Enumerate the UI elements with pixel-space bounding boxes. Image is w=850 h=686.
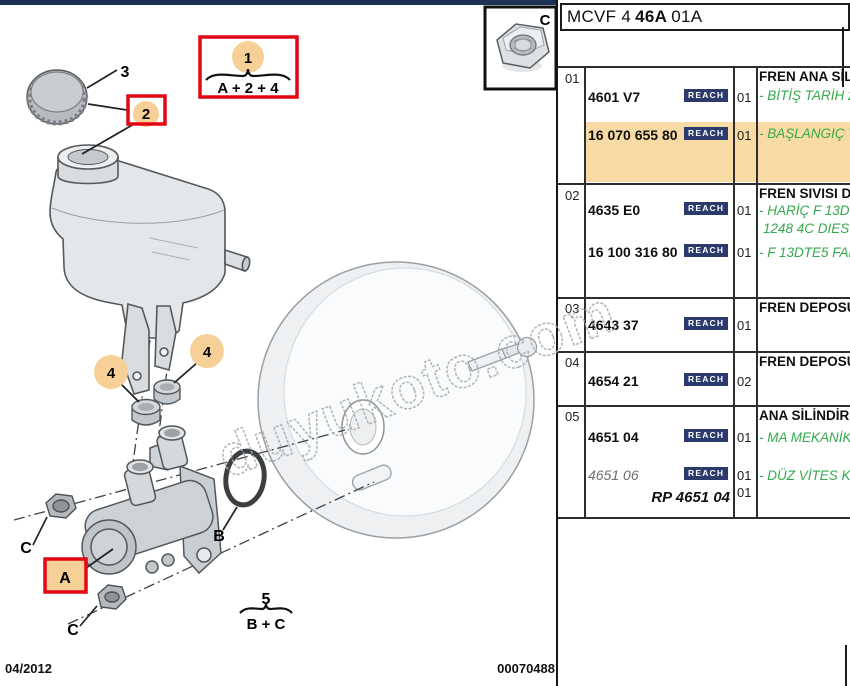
quantity: 02 <box>737 374 752 389</box>
grommet-right-drawing <box>153 379 181 405</box>
quantity: 01 <box>737 318 752 333</box>
part-note: - BAŞLANGIÇ T <box>759 126 850 141</box>
replacement-part-number[interactable]: RP 4651 04 <box>651 489 730 506</box>
part-note: - DÜZ VİTES KU <box>759 468 850 483</box>
label-4-right: 4 <box>203 344 212 361</box>
reach-badge[interactable]: REACH <box>684 429 729 443</box>
ref-number: 05 <box>565 409 580 424</box>
table-line <box>558 66 850 68</box>
catalog-date: 04/2012 <box>5 661 52 676</box>
quantity: 01 <box>737 203 752 218</box>
label-c-lower: C <box>67 622 79 639</box>
part-number[interactable]: 4635 E0 <box>588 202 641 218</box>
part-number[interactable]: 4651 06 <box>588 467 639 483</box>
legend-brace <box>205 68 291 81</box>
page-right-border-bottom <box>845 645 847 686</box>
table-line <box>558 297 850 299</box>
part-note: - BİTİŞ TARİH 2 <box>759 88 850 103</box>
reach-badge[interactable]: REACH <box>684 317 729 331</box>
part-note: 1248 4C DIES <box>763 221 850 236</box>
page-right-border-top <box>842 27 844 87</box>
reservoir-cap-drawing <box>26 69 88 126</box>
master-cylinder-drawing <box>81 425 222 575</box>
table-line <box>558 351 850 353</box>
part-number[interactable]: 16 100 316 80 <box>588 244 678 260</box>
label-2: 2 <box>142 106 150 123</box>
legend-box: 1 A + 2 + 4 <box>198 35 299 99</box>
label-c-upper: C <box>20 540 32 557</box>
part-group-title: FREN ANA SİLİN <box>759 69 850 84</box>
part-number[interactable]: 4651 04 <box>588 429 639 445</box>
reach-badge[interactable]: REACH <box>684 467 729 481</box>
quantity: 01 <box>737 485 752 500</box>
reach-badge[interactable]: REACH <box>684 89 729 103</box>
ref-number: 01 <box>565 71 580 86</box>
quantity: 01 <box>737 430 752 445</box>
legend-formula: A + 2 + 4 <box>217 80 279 97</box>
page-code-prefix: MCVF 4 <box>567 7 632 26</box>
quantity: 01 <box>737 128 752 143</box>
quantity: 01 <box>737 468 752 483</box>
table-line <box>558 517 850 519</box>
table-line <box>584 66 586 519</box>
assembly-fraction: 5 B + C <box>239 591 293 633</box>
label-b: B <box>213 528 225 545</box>
ref-number: 04 <box>565 355 580 370</box>
part-number[interactable]: 4654 21 <box>588 373 639 389</box>
document-number: 00070488 <box>497 661 555 676</box>
table-line <box>558 405 850 407</box>
grommet-left-drawing <box>131 398 161 426</box>
part-group-title: FREN DEPOSU <box>759 354 850 369</box>
nut-box-label: C <box>540 12 551 29</box>
reach-badge[interactable]: REACH <box>684 202 729 216</box>
callout-2: 2 <box>126 94 167 127</box>
fraction-denominator: B + C <box>247 616 286 633</box>
leader-lines <box>32 69 238 627</box>
nut-upper-drawing <box>45 493 77 519</box>
part-number[interactable]: 4601 V7 <box>588 89 641 105</box>
reach-badge[interactable]: REACH <box>684 127 729 141</box>
fraction-numerator: 5 <box>262 591 271 608</box>
part-group-title: ANA SİLİNDİR B <box>759 408 850 423</box>
nut-reference-box: C <box>483 5 557 91</box>
reach-badge[interactable]: REACH <box>684 373 729 387</box>
fraction-brace <box>239 603 293 614</box>
part-note: - F 13DTE5 FAH <box>759 245 850 260</box>
page-code-header: MCVF 4 46A 01A <box>560 3 850 31</box>
label-3: 3 <box>121 64 130 81</box>
nut-lower-drawing <box>97 584 127 610</box>
label-a: A <box>59 570 71 587</box>
part-number[interactable]: 4643 37 <box>588 317 639 333</box>
ref-number: 03 <box>565 301 580 316</box>
part-group-title: FREN SIVISI DE <box>759 186 850 201</box>
part-note: - HARİÇ F 13DT <box>759 203 850 218</box>
part-note: - MA MEKANİK <box>759 430 850 445</box>
table-line <box>733 66 735 519</box>
table-line <box>558 183 850 185</box>
exploded-parts-diagram: 2 4 4 A 3 B C C 5 B + C 1 <box>13 5 557 639</box>
quantity: 01 <box>737 90 752 105</box>
legend-number: 1 <box>244 50 252 67</box>
part-number[interactable]: 16 070 655 80 <box>588 127 678 143</box>
reach-badge[interactable]: REACH <box>684 244 729 258</box>
page-code-section: 46A <box>635 7 668 26</box>
panel-divider <box>556 0 558 686</box>
callout-4-left: 4 <box>94 355 128 389</box>
top-accent-bar <box>0 0 556 5</box>
table-line <box>756 66 758 519</box>
callout-4-right: 4 <box>190 334 224 368</box>
quantity: 01 <box>737 245 752 260</box>
ref-number: 02 <box>565 188 580 203</box>
callout-a: A <box>43 557 88 594</box>
label-4-left: 4 <box>107 365 116 382</box>
page-code-suffix: 01A <box>671 7 703 26</box>
part-group-title: FREN DEPOSU <box>759 300 850 315</box>
o-ring-drawing <box>223 448 267 508</box>
fluid-reservoir-drawing <box>49 144 251 395</box>
brake-booster-drawing <box>257 261 538 539</box>
